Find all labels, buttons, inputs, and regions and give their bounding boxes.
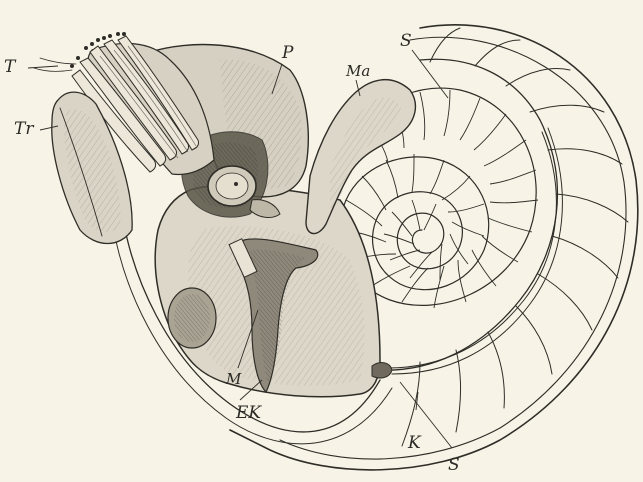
label-s-top: S: [400, 31, 412, 51]
label-m: M: [225, 370, 242, 388]
label-t: T: [4, 57, 17, 77]
label-ma: Ma: [345, 62, 370, 80]
label-tr: Tr: [14, 119, 34, 139]
label-p: P: [281, 43, 294, 63]
label-s-bottom: S: [448, 455, 460, 475]
label-k: K: [407, 433, 422, 453]
label-ek: EK: [235, 403, 262, 423]
mantle-fold: [306, 80, 415, 234]
